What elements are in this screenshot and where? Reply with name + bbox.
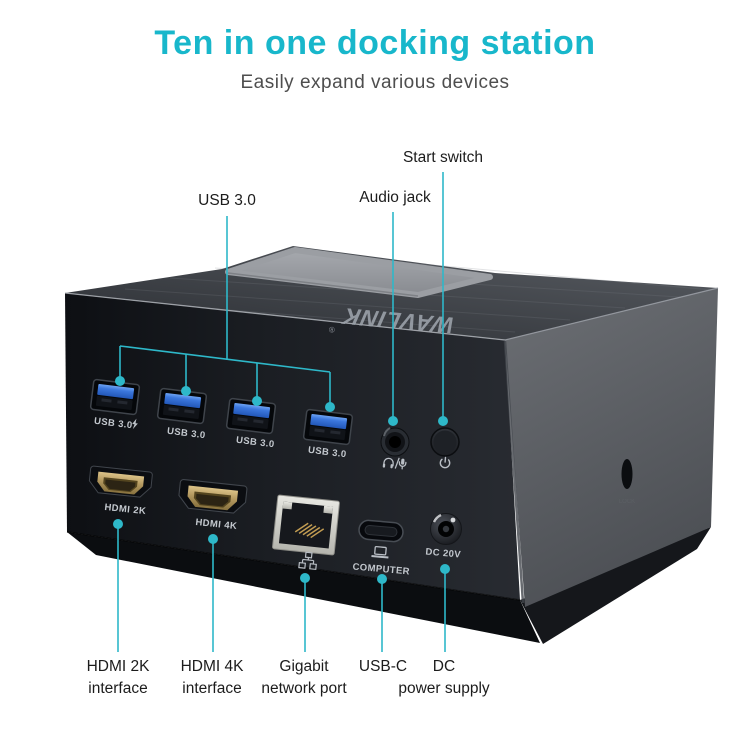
callout-label-hdmi-4k: HDMI 4K interface <box>181 656 244 700</box>
hdmi-4k-label-line2: interface <box>182 680 242 697</box>
hdmi-4k-port-label: HDMI 4K <box>195 517 238 532</box>
callout-dot-usb3 <box>252 396 262 406</box>
device-front-face <box>65 293 520 600</box>
page-title: Ten in one docking station <box>154 24 596 62</box>
usb-port-3 <box>225 397 277 435</box>
callout-dot-audio <box>388 416 398 426</box>
device-base-front <box>67 532 540 643</box>
lock-label: LOCK <box>619 499 635 505</box>
laptop-cradle <box>225 247 493 298</box>
callout-dot-hdmi4k <box>208 534 218 544</box>
callout-dot-usb1 <box>115 376 125 386</box>
dc-label-line2: power supply <box>398 680 490 697</box>
ethernet-port <box>271 494 341 556</box>
page-subtitle: Easily expand various devices <box>240 72 510 93</box>
usb-port-3-label: USB 3.0 <box>235 435 275 451</box>
callout-label-usb3: USB 3.0 <box>198 192 256 209</box>
usb-c-port <box>357 518 405 544</box>
docking-station-device: WAVLINK ® LOCK USB 3.0 USB 3.0 USB 3.0 U… <box>64 246 719 644</box>
brand-registered-mark: ® <box>328 325 335 334</box>
callout-label-start-switch: Start switch <box>402 149 484 166</box>
kensington-lock-slot: LOCK <box>619 459 635 505</box>
hdmi-4k-label-line1: HDMI 4K <box>180 658 244 675</box>
hdmi-2k-label-line2: interface <box>88 680 148 697</box>
callout-dot-usb2 <box>181 386 191 396</box>
callout-dot-usbc <box>377 574 387 584</box>
callout-dot-dc <box>440 564 450 574</box>
callout-dot-gigabit <box>300 573 310 583</box>
callout-dot-hdmi2k <box>113 519 123 529</box>
callout-dots <box>113 376 450 584</box>
front-side-edge <box>503 340 525 604</box>
computer-port-label: COMPUTER <box>352 562 410 578</box>
hdmi-2k-label-line1: HDMI 2K <box>86 658 150 675</box>
gigabit-label-line2: network port <box>261 680 347 697</box>
callout-label-gigabit: Gigabit network port <box>261 656 346 700</box>
callout-line-usb-rail <box>119 345 331 373</box>
cradle-front-edge <box>227 272 419 297</box>
callout-lines <box>117 172 446 652</box>
audio-jack-port <box>380 427 410 457</box>
usb-port-4-label: USB 3.0 <box>307 445 347 461</box>
dc-power-port <box>429 512 463 546</box>
callout-line-usb-drops <box>119 346 331 404</box>
callout-label-usb-c: USB-C <box>359 656 407 678</box>
usb-port-1 <box>89 378 141 416</box>
usb-port-1-label: USB 3.0 <box>93 416 133 432</box>
callout-label-audio-jack: Audio jack <box>359 189 431 206</box>
power-button <box>430 427 460 457</box>
callout-label-hdmi-2k: HDMI 2K interface <box>87 656 150 700</box>
callout-dot-usb4 <box>325 402 335 412</box>
dc-label-line1: DC <box>432 658 456 675</box>
callout-label-dc: DC power supply <box>398 656 489 700</box>
device-base-side <box>520 527 711 644</box>
device-side-face <box>505 288 718 607</box>
usb-c-label-line1: USB-C <box>358 658 408 675</box>
gigabit-label-line1: Gigabit <box>279 658 329 675</box>
usb-port-2-label: USB 3.0 <box>166 426 206 442</box>
usb-port-4 <box>302 408 354 446</box>
top-right-edge <box>504 287 719 341</box>
dc-port-label: DC 20V <box>425 546 462 560</box>
hdmi-2k-port-label: HDMI 2K <box>104 502 147 517</box>
top-front-edge <box>64 292 506 341</box>
callout-dot-start <box>438 416 448 426</box>
